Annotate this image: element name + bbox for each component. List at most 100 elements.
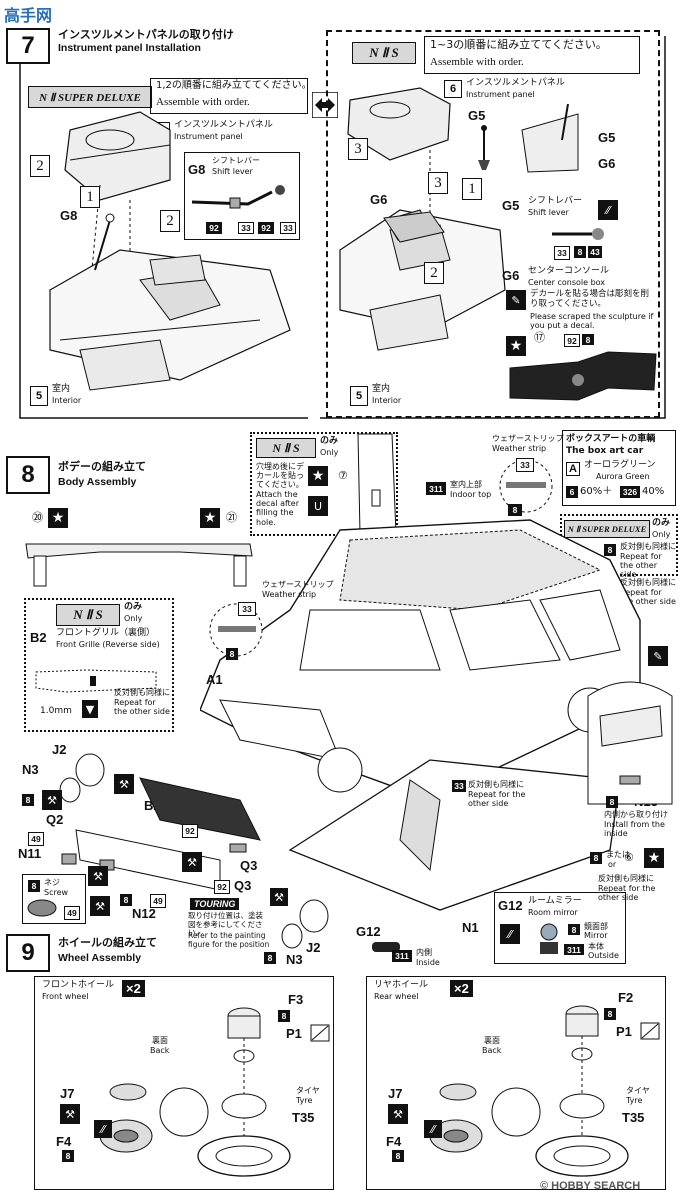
weather-strip-mid-circle: [209, 603, 263, 657]
rear-f4: F4: [386, 1134, 402, 1149]
part-5-en-left: Interior: [52, 396, 82, 405]
weather-strip-mid-jp: ウェザーストリップ: [262, 580, 334, 589]
knife-icon-2: ✎: [648, 646, 668, 666]
decal-star-icon-20: ★: [48, 508, 68, 528]
decal-star-icon-21: ★: [200, 508, 220, 528]
nis2-only-en: Only: [124, 614, 143, 623]
rear-spoiler-drawing: [25, 543, 253, 587]
g12-bottom-311: 311: [392, 950, 412, 962]
metal-brush-icon-5: ⚒: [90, 896, 110, 916]
knife-icon: ✎: [506, 290, 526, 310]
g12-bottom-en: Inside: [416, 958, 440, 967]
step-9-number: 9: [6, 934, 50, 972]
detail-g6-en: Center console box: [528, 278, 606, 287]
sd-only-en: Only: [652, 530, 671, 539]
detail-note-jp: デカールを貼る場合は彫刻を削り取ってください。: [530, 289, 650, 309]
front-grille-reverse-drawing: [35, 669, 157, 693]
detail-g6-label: G6: [502, 268, 520, 283]
part-5-jp-left: 室内: [52, 384, 71, 394]
step-7-right-order-jp: 1~3の順番に組み立ててください。: [430, 38, 607, 51]
decal-star-icon-7: ★: [506, 336, 526, 356]
boxart-mix-6: 6: [566, 486, 578, 498]
detail-g5: G5: [598, 130, 616, 145]
paint-brush-icon: ⁄⁄: [598, 200, 618, 220]
g12-id: G12: [498, 898, 523, 913]
indoor-top-en: Indoor top: [450, 490, 492, 499]
front-f4: F4: [56, 1134, 72, 1149]
g8-id: G8: [188, 162, 206, 177]
label-q3b: Q3: [234, 878, 252, 893]
rear-t35: T35: [622, 1110, 645, 1125]
nis2-dim: 1.0mm: [40, 706, 72, 716]
g8-color-92a: 92: [206, 222, 222, 234]
paint-brush-icon-front: ⁄⁄: [94, 1120, 112, 1138]
g8-shift-lever-box: [184, 152, 300, 240]
nis2-b2: B2: [30, 630, 47, 645]
weather-strip-top-33: 33: [516, 458, 534, 472]
front-tyre-en: Tyre: [296, 1096, 313, 1105]
console-decal-drawing: [509, 351, 657, 401]
boxart-mix-326: 326: [620, 486, 640, 498]
rear-wheel-mult: ×2: [450, 980, 473, 997]
rear-back-jp: 裏面: [484, 1036, 500, 1045]
part-5-en-right: Interior: [372, 396, 402, 405]
label-j2: J2: [52, 742, 67, 757]
g5-part-drawing: [478, 125, 490, 170]
front-back-en: Back: [150, 1046, 170, 1055]
nis2-rep-jp: 反対側も同様に: [114, 688, 170, 697]
g12-c311-jp: 本体: [588, 942, 604, 951]
g8-color-33a: 33: [238, 222, 254, 234]
color-8-n12: 8: [120, 894, 132, 906]
screw-drawing: [27, 899, 57, 917]
screw-en: Screw: [44, 888, 69, 897]
label-q3: Q3: [240, 858, 258, 873]
drill-icon: ▼: [82, 700, 98, 718]
detail-g5-en: Shift lever: [528, 208, 569, 217]
rear-lamps-drawing: [281, 899, 329, 949]
metal-brush-icon-front: ⚒: [60, 1104, 80, 1124]
front-j7: J7: [60, 1086, 75, 1101]
g12-en: Room mirror: [528, 908, 578, 917]
or-en: or: [608, 860, 617, 869]
part-5-jp-right: 室内: [372, 384, 391, 394]
g12-lower-drawing: [372, 942, 400, 952]
g8-jp: シフトレバー: [212, 156, 260, 165]
rear-color-8a: 8: [604, 1008, 616, 1020]
boxart-a-jp: オーロラグリーン: [584, 460, 656, 470]
nis-only-en-1: Only: [320, 448, 339, 457]
decal-star-icon-6: ★: [644, 848, 664, 868]
detail-g5-label: G5: [502, 198, 520, 213]
color-8-n3b: 8: [264, 952, 276, 964]
nis2-only-jp: のみ: [124, 602, 143, 612]
floor-n1-drawing: [288, 759, 621, 911]
nis2-jp: フロントグリル（裏側）: [56, 628, 156, 638]
or-repeat-en: Repeat for the other side: [598, 884, 656, 903]
label-n11: N11: [18, 846, 42, 861]
color-8-n3: 8: [22, 794, 34, 806]
step-7-nis-panel: [326, 30, 660, 418]
nis2-rep-en: Repeat for the other side: [114, 698, 170, 717]
nis-box1-jp: 穴埋め後にデカールを貼ってください。: [256, 462, 304, 490]
mirror-drawing: [540, 923, 558, 954]
g12-c8-jp: 鏡面部: [584, 922, 608, 931]
step-8-number: 8: [6, 456, 50, 494]
seq-2b-left: 2: [160, 210, 180, 232]
front-color-8b: 8: [62, 1150, 74, 1162]
color-49-n12: 49: [150, 894, 166, 908]
g5-color-33: 33: [554, 246, 570, 260]
step-7-left-order-box: [150, 78, 308, 114]
g12-jp: ルームミラー: [528, 896, 582, 906]
seq-1-right: 1: [462, 178, 482, 200]
weather-strip-top-8: 8: [508, 504, 522, 516]
swap-arrow-icon: [312, 92, 338, 118]
front-tyre-jp: タイヤ: [296, 1086, 320, 1095]
metal-brush-icon-rear: ⚒: [388, 1104, 408, 1124]
mid-repeat-en: Repeat for the other side: [468, 790, 526, 809]
rear-color-8b: 8: [392, 1150, 404, 1162]
watermark-bottom: © HOBBY SEARCH: [540, 1180, 641, 1192]
seq-1-left: 1: [80, 186, 100, 208]
detail-g5-jp: シフトレバー: [528, 196, 583, 206]
label-g8: G8: [60, 208, 78, 223]
front-p1: P1: [286, 1026, 302, 1041]
sd-badge: N Ⅱ SUPER DELUXE: [564, 520, 650, 538]
